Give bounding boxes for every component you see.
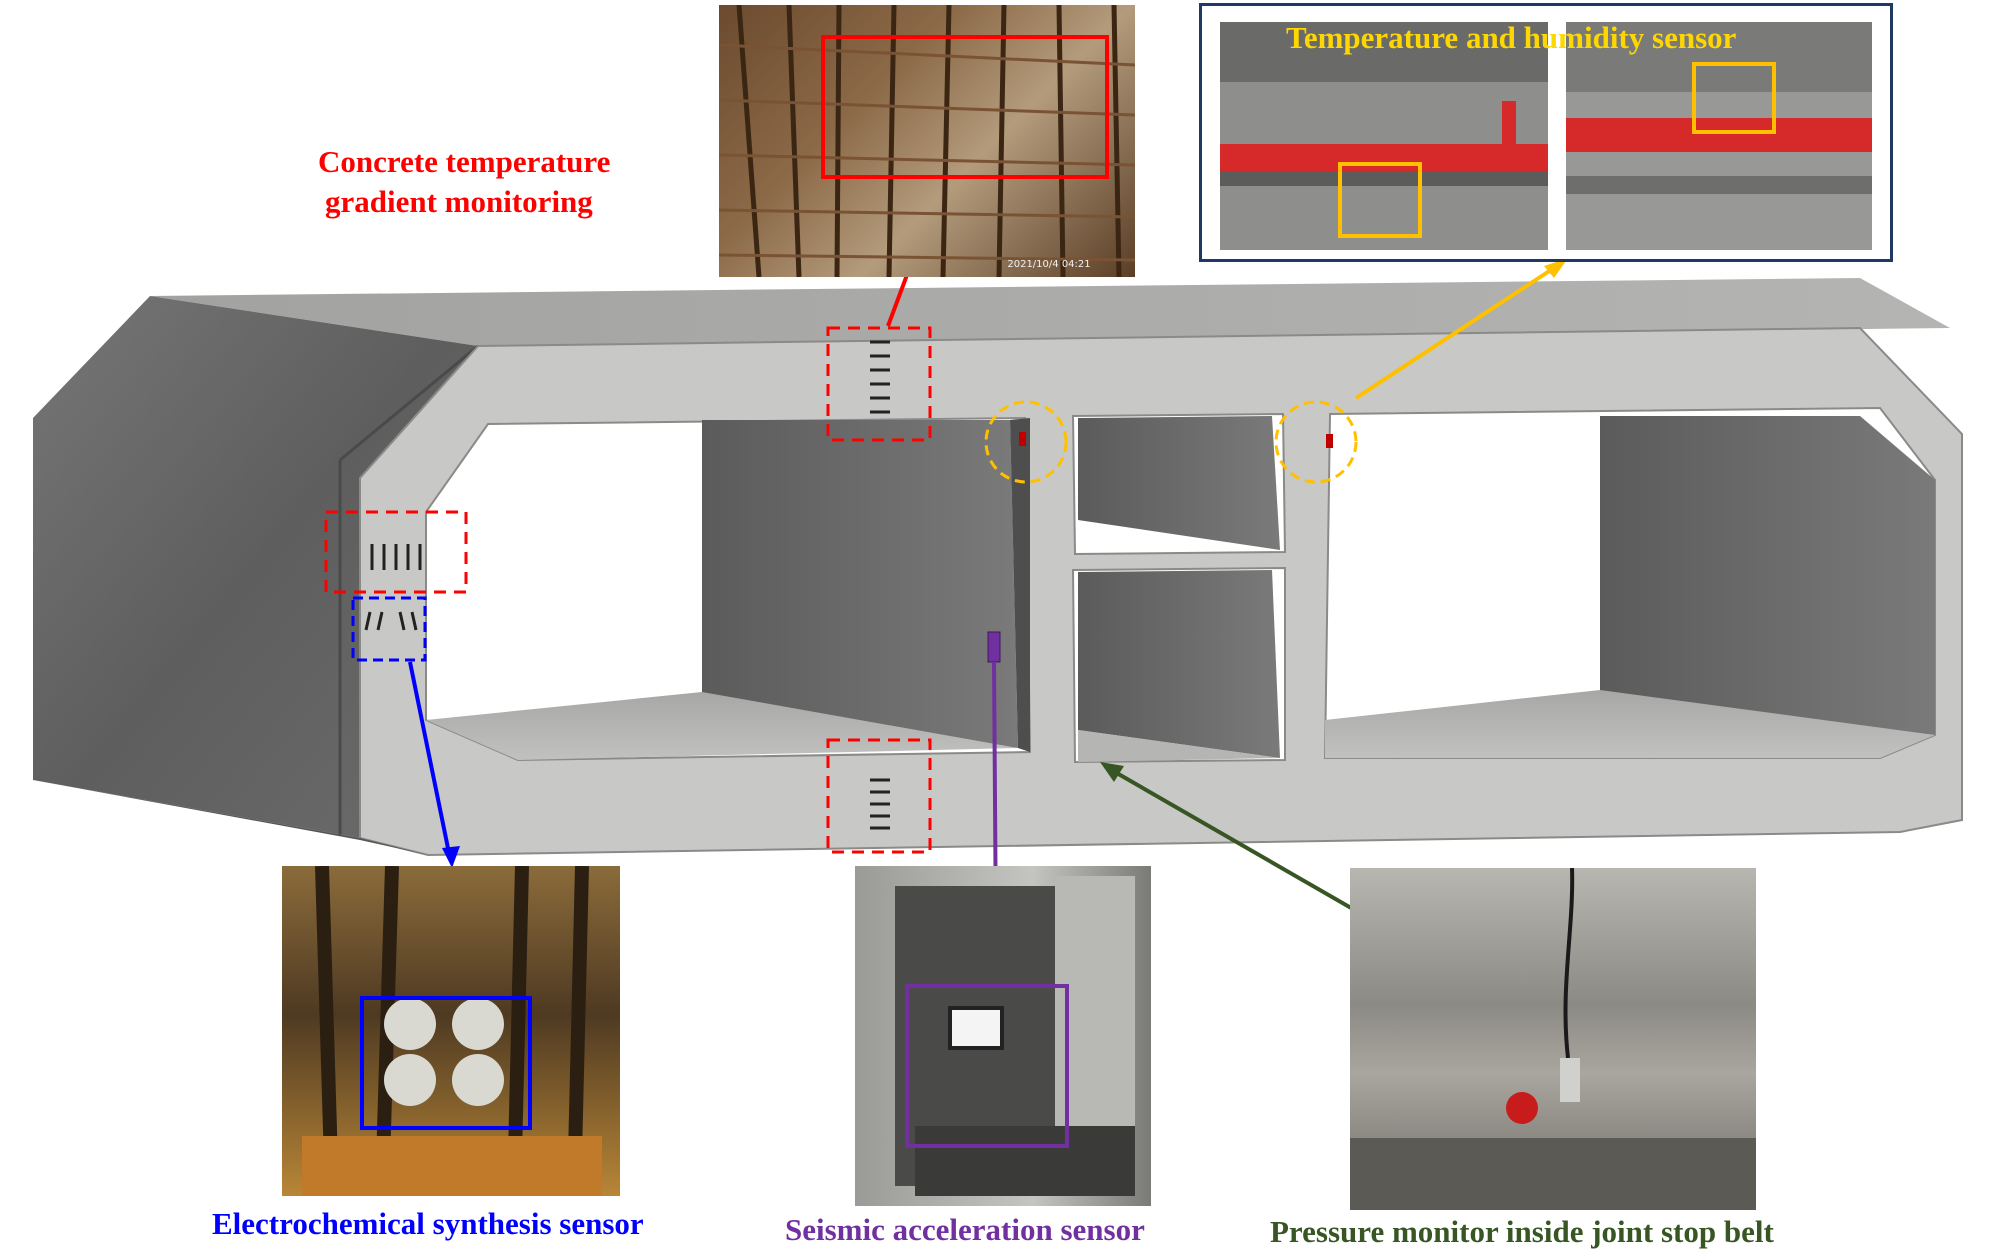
electrochemical-marker (351, 596, 427, 662)
pressure-leader (1107, 766, 1373, 922)
rebar-cage-photo: 2021/10/4 04:21 (719, 5, 1135, 277)
temp-humidity-label: Temperature and humidity sensor (1286, 20, 1737, 55)
middle-lower-cell-wall (1078, 570, 1280, 758)
right-cell-back-wall (1600, 416, 1935, 735)
tunnel-left-side (33, 296, 478, 838)
rebar-cage-graphic: 2021/10/4 04:21 (719, 5, 1135, 277)
red-valve-handle (1506, 1092, 1538, 1124)
electrochemical-label: Electrochemical synthesis sensor (212, 1206, 644, 1241)
seismic-sensor-marker (987, 631, 1001, 663)
seismic-highlight (905, 984, 1069, 1148)
left-cell-back-wall (702, 420, 1018, 748)
red-pipe-right (1566, 118, 1872, 152)
photo-timestamp: 2021/10/4 04:21 (1007, 259, 1090, 270)
temp-humidity-marker-left (984, 400, 1068, 484)
rebar-sensor-highlight (821, 35, 1109, 179)
concrete-temp-label-line1: Concrete temperature (318, 144, 611, 179)
temp-sensor-bars-bottom (870, 778, 890, 830)
electrode-sensor-photo (282, 866, 620, 1196)
concrete-temp-marker-top (826, 326, 932, 442)
electrode-bars (364, 611, 418, 631)
electrode-graphic (302, 866, 602, 1196)
sensor-highlight-right (1692, 62, 1776, 134)
temp-humidity-inset (1199, 3, 1893, 262)
seismic-label: Seismic acceleration sensor (785, 1212, 1145, 1247)
cabinet-photo (855, 866, 1151, 1206)
concrete-temp-label-line2: gradient monitoring (325, 184, 593, 219)
cabinet-graphic (895, 876, 1135, 1196)
pressure-label: Pressure monitor inside joint stop belt (1270, 1214, 1774, 1249)
right-cell-floor (1325, 690, 1935, 758)
electrode-highlight (360, 996, 532, 1130)
valve-photo (1350, 868, 1756, 1210)
left-cell-floor (426, 692, 1018, 760)
tunnel-top-surface (150, 278, 1950, 346)
red-pipe-left (1220, 144, 1548, 172)
temp-humidity-marker-right (1274, 400, 1358, 484)
sensor-highlight-left (1338, 162, 1422, 238)
pipe-sensor-photos (1220, 22, 1872, 250)
electrochemical-leader (408, 661, 452, 859)
concrete-temp-marker-wall (324, 510, 468, 594)
temp-humidity-leader (1354, 262, 1562, 400)
valve-graphic (1350, 868, 1756, 1210)
middle-upper-cell-wall (1078, 416, 1280, 550)
concrete-temp-marker-bottom (826, 738, 932, 854)
temp-sensor-bars-wall (370, 544, 422, 570)
temp-sensor-bars-top (870, 340, 890, 414)
